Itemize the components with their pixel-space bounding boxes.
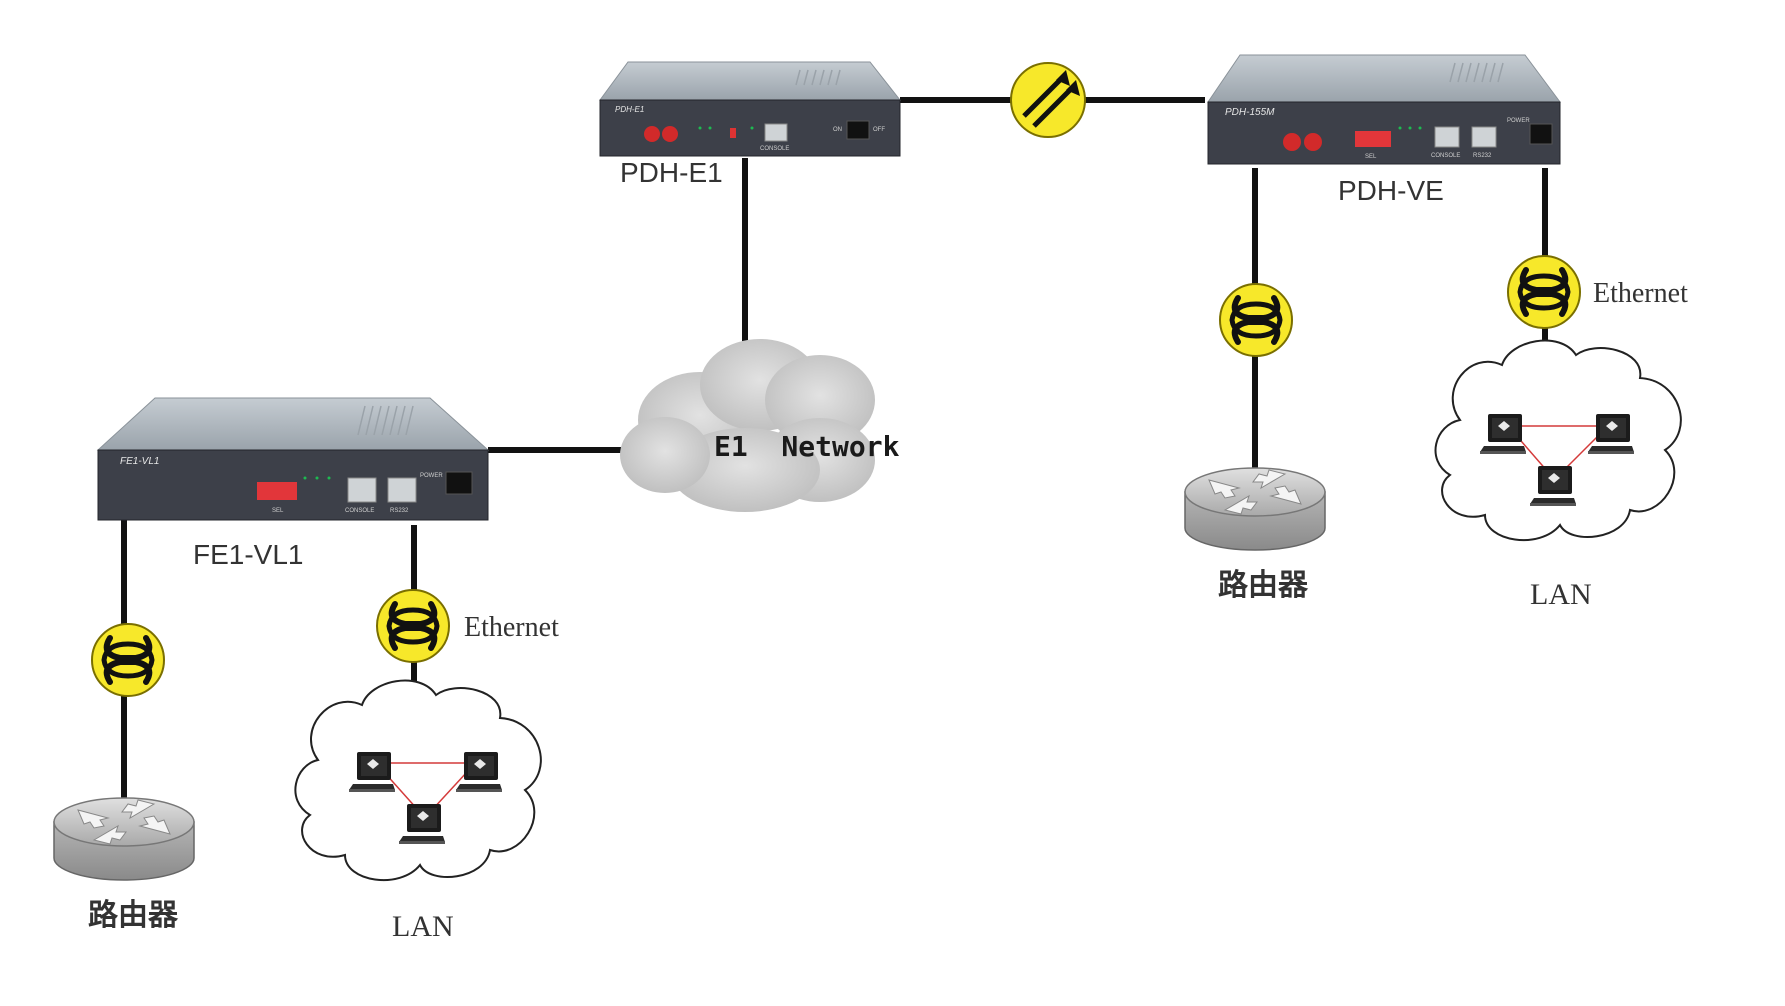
dip-switch: [257, 482, 297, 500]
pdh-ve-label: PDH-VE: [1338, 175, 1444, 206]
fe1-vl1-label: FE1-VL1: [193, 539, 304, 570]
device-pdh-e1: PDH-E1 CONSOLE ON OFF: [599, 61, 902, 157]
console-label: CONSOLE: [1431, 153, 1460, 159]
left-lan-label: LAN: [392, 910, 454, 943]
ethernet-connector-icon: [377, 590, 449, 662]
ethernet-connector-icon: [1508, 256, 1580, 328]
router-icon: [1184, 467, 1326, 551]
left-ethernet-label: Ethernet: [464, 612, 559, 643]
fiber-port-rx: [1304, 133, 1322, 151]
rs232-port: [387, 477, 417, 503]
fiber-port-tx: [644, 126, 660, 142]
rs232-label: RS232: [390, 508, 409, 514]
device-fe1-vl1: FE1-VL1 SEL CONSOLE RS232 POWER: [96, 397, 490, 521]
pdh-e1-label: PDH-E1: [620, 157, 723, 188]
switch-off-label: OFF: [873, 127, 885, 133]
sel-label: SEL: [1365, 154, 1377, 160]
router-icon: [53, 797, 195, 881]
pdh-e1-panel-name: PDH-E1: [615, 105, 644, 114]
power-label: POWER: [1507, 118, 1530, 124]
power-label: POWER: [420, 473, 443, 479]
console-port: [347, 477, 377, 503]
console-label: CONSOLE: [345, 508, 374, 514]
power-switch: [1529, 123, 1553, 145]
left-lan-cloud: [294, 679, 542, 881]
left-router-label: 路由器: [88, 899, 179, 932]
ethernet-connector-icon: [1220, 284, 1292, 356]
switch-on-label: ON: [833, 127, 842, 133]
ethernet-connector-icon: [92, 624, 164, 696]
pdh-e1-port-label: CONSOLE: [760, 146, 789, 152]
sel-label: SEL: [272, 508, 284, 514]
rs232-label: RS232: [1473, 153, 1492, 159]
right-lan-label: LAN: [1530, 578, 1592, 611]
dip-switch: [1355, 131, 1391, 147]
fiber-port-rx: [662, 126, 678, 142]
rs232-port: [1471, 126, 1497, 148]
power-switch: [846, 120, 870, 140]
fe1-vl1-panel-name: FE1-VL1: [120, 456, 159, 467]
device-pdh-ve: PDH-155M SEL CONSOLE RS232 POWER: [1207, 54, 1561, 165]
console-port: [764, 123, 788, 142]
e1-network-label: E1 Network: [714, 430, 900, 463]
e1-network-cloud: [620, 339, 875, 512]
fiber-link-icon: [1010, 62, 1086, 138]
fiber-port-tx: [1283, 133, 1301, 151]
console-port: [1434, 126, 1460, 148]
right-ethernet-label: Ethernet: [1593, 278, 1688, 309]
pdh-ve-panel-name: PDH-155M: [1225, 107, 1275, 118]
right-router-label: 路由器: [1218, 569, 1309, 602]
right-lan-cloud: [1434, 339, 1682, 541]
power-switch: [445, 471, 473, 495]
